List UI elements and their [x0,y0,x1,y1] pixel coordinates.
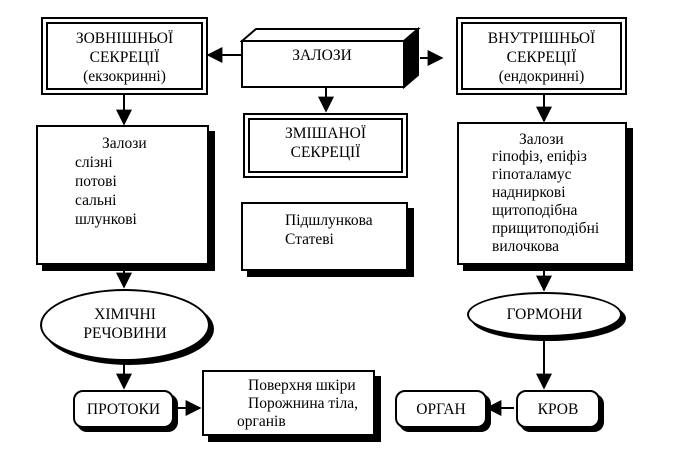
destination-line: Порожнина тіла, [248,395,358,412]
endocrine-header-box: ВНУТРІШНЬОЇ СЕКРЕЦІЇ (ендокринні) [456,17,627,95]
endocrine-list-item: прищитоподібні [492,220,600,237]
chemical-substances-line1: ХІМІЧНІ [94,306,156,323]
chemical-substances-ellipse: ХІМІЧНІ РЕЧОВИНИ [40,289,210,361]
endocrine-list-item: вилочкова [492,238,559,255]
exocrine-list-box: Залози слізні потові сальні шлункові [36,125,209,265]
hormones-label: ГОРМОНИ [506,306,583,323]
organ-label: ОРГАН [416,401,466,418]
mixed-header-box: ЗМІШАНОЇ СЕКРЕЦІЇ [243,113,408,178]
endocrine-list-item: гіпоталамус [492,166,572,183]
exocrine-list-item: Залози [102,135,147,152]
endocrine-list-item: гіпофіз, епіфіз [492,148,587,165]
endocrine-header-line2: СЕКРЕЦІЇ [506,49,577,66]
mixed-list-box: Підшлункова Статеві [241,202,408,271]
exocrine-header-line2: СЕКРЕЦІЇ [89,49,160,66]
exocrine-list-item: шлункові [75,211,137,228]
mixed-header-line1: ЗМІШАНОЇ [284,125,367,142]
organ-box: ОРГАН [395,390,487,428]
mixed-list-item: Статеві [285,231,334,248]
ducts-box: ПРОТОКИ [73,390,174,428]
hormones-ellipse: ГОРМОНИ [467,292,622,337]
mixed-list-item: Підшлункова [285,212,373,229]
endocrine-header-line1: ВНУТРІШНЬОЇ [487,30,596,47]
blood-box: КРОВ [516,390,600,428]
exocrine-list-item: слізні [75,154,113,171]
destination-line: Поверхня шкіри [248,377,356,394]
chemical-substances-line2: РЕЧОВИНИ [83,325,167,342]
ducts-label: ПРОТОКИ [86,401,161,418]
glands-3d-box [240,27,421,89]
blood-label: КРОВ [537,401,579,418]
exocrine-list-item: сальні [75,192,117,209]
endocrine-header-line3: (ендокринні) [498,68,585,85]
mixed-header-line2: СЕКРЕЦІЇ [290,144,361,161]
destination-line: органів [237,413,286,430]
destinations-box: Поверхня шкіри Порожнина тіла, органів [202,370,375,436]
exocrine-header-line3: (екзокринні) [83,68,166,85]
exocrine-header-box: ЗОВНІШНЬОЇ СЕКРЕЦІЇ (екзокринні) [41,17,208,95]
endocrine-list-item: Залози [519,131,564,148]
exocrine-header-line1: ЗОВНІШНЬОЇ [75,30,174,47]
endocrine-list-box: Залози гіпофіз, епіфіз гіпоталамус надни… [457,122,627,265]
endocrine-list-item: надниркові [492,184,566,201]
exocrine-list-item: потові [75,173,117,190]
glands-title: ЗАЛОЗИ [292,47,352,64]
endocrine-list-item: щитоподібна [492,202,578,219]
